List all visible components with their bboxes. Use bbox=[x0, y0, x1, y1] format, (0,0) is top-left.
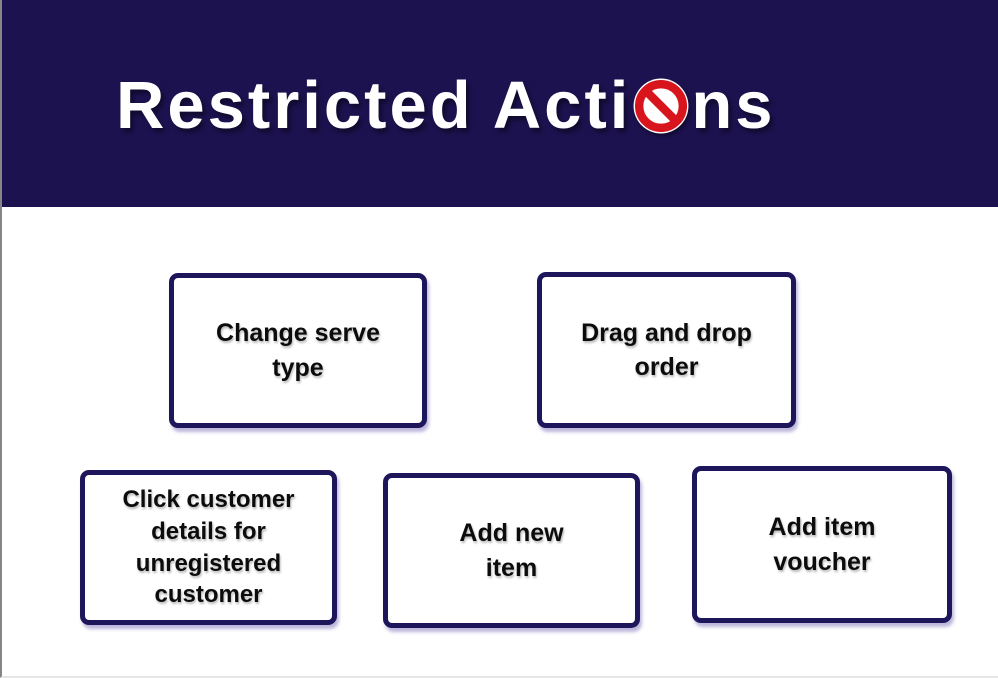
title-suffix: ns bbox=[691, 68, 776, 143]
card-add-new-item: Add new item bbox=[383, 473, 640, 628]
card-label: Drag and drop order bbox=[581, 318, 752, 382]
page-title: Restricted Acti ns bbox=[116, 72, 776, 139]
card-drag-and-drop-order: Drag and drop order bbox=[537, 272, 796, 428]
card-label: Add item voucher bbox=[768, 513, 876, 576]
card-label: Add new item bbox=[459, 519, 564, 582]
header-banner: Restricted Acti ns bbox=[2, 0, 998, 207]
card-click-customer-details: Click customer details for unregistered … bbox=[80, 470, 337, 625]
card-label: Click customer details for unregistered … bbox=[122, 485, 295, 609]
card-add-item-voucher: Add item voucher bbox=[692, 466, 952, 623]
card-label: Change serve type bbox=[216, 319, 380, 382]
card-change-serve-type: Change serve type bbox=[169, 273, 427, 428]
title-prefix: Restricted Acti bbox=[116, 68, 632, 143]
no-entry-icon bbox=[633, 78, 689, 134]
